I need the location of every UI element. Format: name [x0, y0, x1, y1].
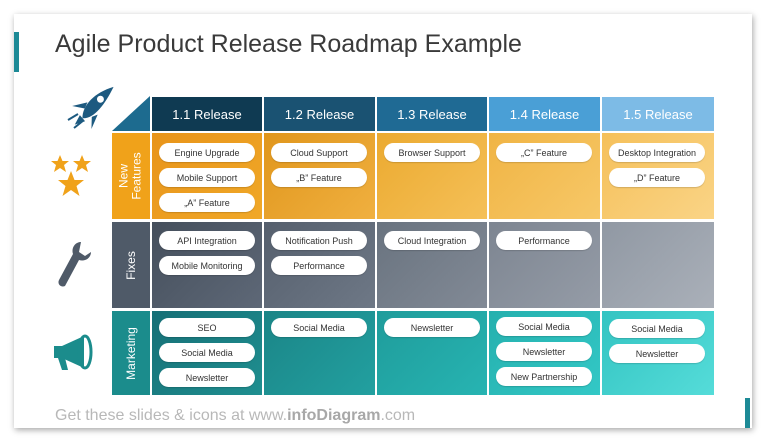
feature-pill: Engine Upgrade: [159, 143, 255, 162]
marketing-pill: New Partnership: [496, 367, 592, 386]
feature-pill: Mobile Support: [159, 168, 255, 187]
feature-pill: „D” Feature: [609, 168, 705, 187]
column-header-1-3: 1.3 Release: [377, 97, 487, 131]
wrench-icon: [58, 242, 91, 287]
column-header-1-5: 1.5 Release: [602, 97, 714, 131]
row-label-marketing: Marketing: [112, 311, 150, 395]
feature-pill: „A” Feature: [159, 193, 255, 212]
footer-prefix: Get these slides & icons at www.: [55, 407, 288, 424]
row-label-text: Marketing: [123, 326, 138, 380]
marketing-pill: Newsletter: [609, 344, 705, 363]
marketing-pill: Social Media: [271, 318, 367, 337]
column-header-label: 1.3 Release: [397, 106, 467, 122]
row-label-fixes: Fixes: [112, 222, 150, 308]
footer-credit: Get these slides & icons at www.infoDiag…: [55, 407, 415, 425]
page-title: Agile Product Release Roadmap Example: [55, 30, 522, 58]
column-header-label: 1.5 Release: [623, 106, 693, 122]
row-label-text: New Features: [117, 152, 145, 200]
stars-icon: [51, 155, 91, 196]
feature-pill: Desktop Integration: [609, 143, 705, 162]
feature-pill: Browser Support: [384, 143, 480, 162]
cell-fixes-1-5: [602, 222, 714, 308]
footer-brand: infoDiagram: [287, 407, 381, 424]
marketing-pill: SEO: [159, 318, 255, 337]
megaphone-icon: [54, 334, 93, 370]
fix-pill: Notification Push: [271, 231, 367, 250]
column-header-label: 1.1 Release: [172, 106, 242, 122]
header-corner-triangle: [112, 96, 150, 131]
column-header-1-1: 1.1 Release: [152, 97, 262, 131]
fix-pill: Performance: [271, 256, 367, 275]
row-label-new-features: New Features: [112, 133, 150, 219]
marketing-pill: Newsletter: [496, 342, 592, 361]
column-header-1-2: 1.2 Release: [264, 97, 375, 131]
marketing-pill: Newsletter: [159, 368, 255, 387]
feature-pill: „C” Feature: [496, 143, 592, 162]
marketing-pill: Social Media: [496, 317, 592, 336]
column-header-1-4: 1.4 Release: [489, 97, 600, 131]
column-header-label: 1.2 Release: [284, 106, 355, 122]
right-accent-bar: [745, 398, 750, 428]
rocket-icon: [67, 86, 114, 129]
footer-suffix: .com: [380, 407, 416, 424]
feature-pill: „B” Feature: [271, 168, 367, 187]
row-label-text: Fixes: [123, 250, 138, 280]
marketing-pill: Social Media: [609, 319, 705, 338]
marketing-pill: Social Media: [159, 343, 255, 362]
fix-pill: API Integration: [159, 231, 255, 250]
fix-pill: Cloud Integration: [384, 231, 480, 250]
marketing-pill: Newsletter: [384, 318, 480, 337]
feature-pill: Cloud Support: [271, 143, 367, 162]
fix-pill: Mobile Monitoring: [159, 256, 255, 275]
fix-pill: Performance: [496, 231, 592, 250]
left-accent-bar: [14, 32, 19, 72]
column-header-label: 1.4 Release: [509, 106, 580, 122]
